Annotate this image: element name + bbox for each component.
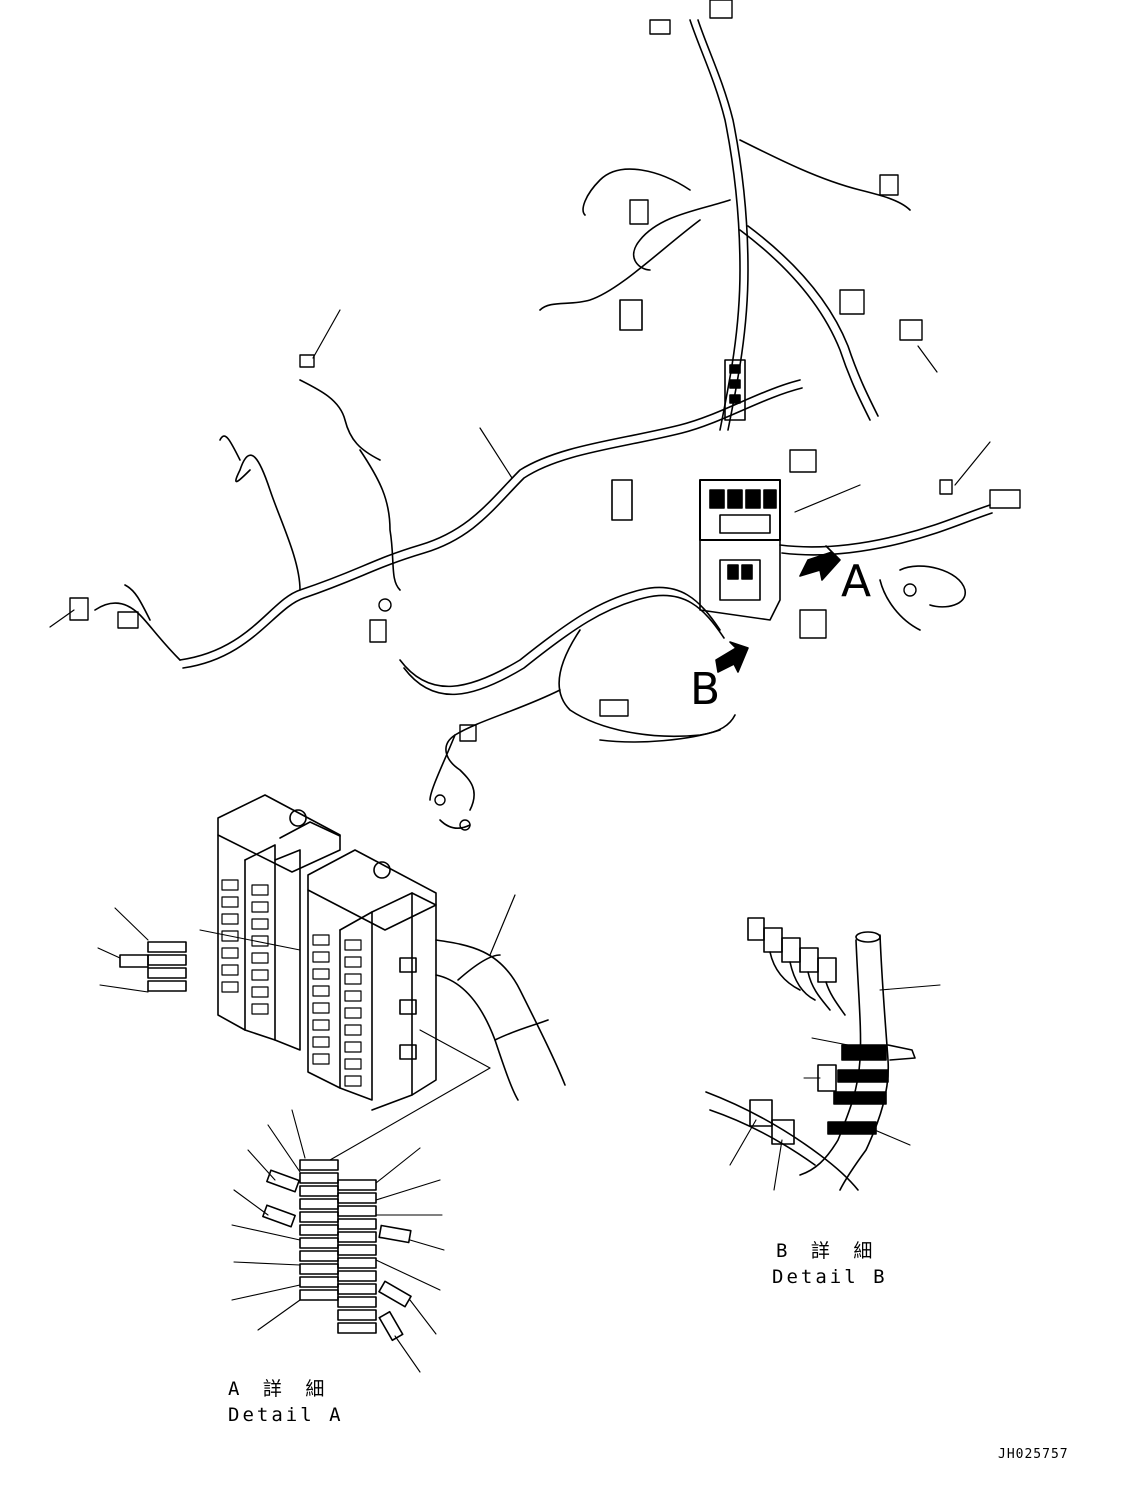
lower-left-branch	[429, 689, 561, 830]
detail-b-leaders	[729, 984, 941, 1191]
leader-lines-main	[49, 309, 991, 628]
arrow-b	[715, 641, 749, 673]
detail-a-leaders	[231, 1109, 445, 1373]
center-loop	[558, 629, 736, 743]
detail-b-title-en: Detail B	[772, 1266, 888, 1288]
central-fuse-block	[699, 479, 781, 621]
main-harness-assembly	[49, 0, 1021, 831]
detail-a-fuse-boxes	[97, 794, 566, 1373]
callout-a-letter: A	[841, 556, 872, 607]
fuse-slots	[221, 879, 362, 1087]
detail-b-clamp-assembly	[705, 917, 941, 1191]
detail-a-title-en: Detail A	[228, 1404, 344, 1426]
upper-trunk	[539, 19, 911, 431]
detail-b-title-jp: B 詳 細	[776, 1240, 879, 1262]
detail-a-title-jp: A 詳 細	[228, 1378, 331, 1400]
right-branch	[779, 504, 993, 631]
relay-cluster	[611, 299, 746, 521]
drawing-code: JH025757	[998, 1447, 1069, 1462]
fuse-stack-expanded	[262, 1159, 412, 1342]
main-trunk	[179, 379, 803, 669]
left-branch	[94, 379, 401, 661]
rear-branch	[399, 586, 725, 696]
arrow-a	[799, 545, 841, 581]
detail-b-relays	[747, 917, 846, 1016]
harness-connectors	[69, 0, 1021, 831]
small-fuses	[97, 907, 187, 993]
callout-b-letter: B	[690, 664, 721, 715]
